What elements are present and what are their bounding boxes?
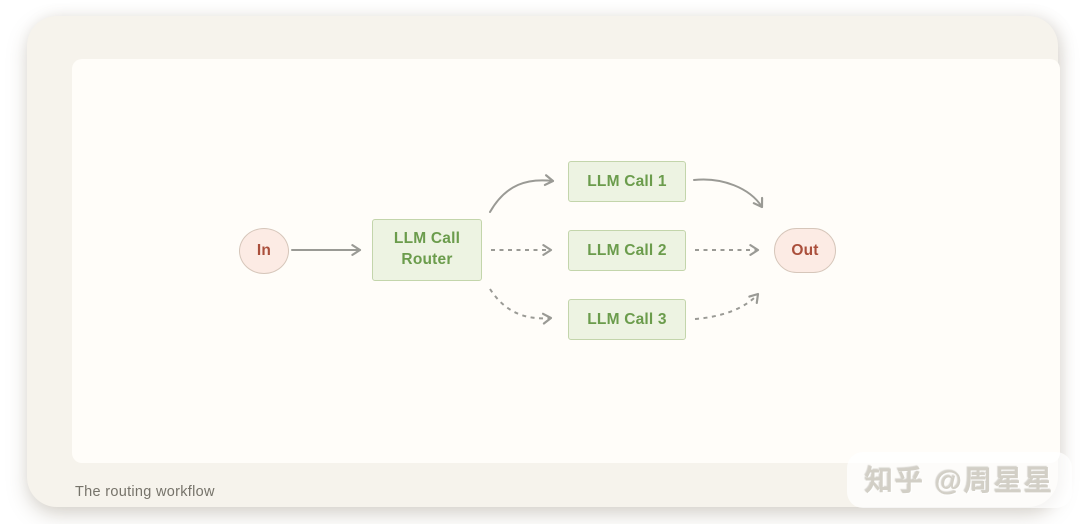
node-out-label: Out bbox=[791, 241, 819, 259]
node-in-label: In bbox=[256, 242, 272, 259]
diagram-canvas bbox=[72, 59, 1060, 463]
node-llm-call-1: LLM Call 1 bbox=[568, 161, 686, 202]
node-in: In bbox=[239, 228, 289, 274]
node-llm-call-router: LLM Call Router bbox=[372, 219, 482, 281]
node-call2-label: LLM Call 2 bbox=[587, 241, 667, 259]
node-call1-label: LLM Call 1 bbox=[587, 172, 667, 190]
figure-card: The routing workflow bbox=[27, 16, 1060, 507]
node-out: Out bbox=[774, 228, 836, 273]
node-llm-call-3: LLM Call 3 bbox=[568, 299, 686, 340]
node-call3-label: LLM Call 3 bbox=[587, 310, 667, 328]
node-llm-call-2: LLM Call 2 bbox=[568, 230, 686, 271]
figure-caption: The routing workflow bbox=[75, 484, 215, 500]
zhihu-watermark: 知乎 @周星星 bbox=[846, 452, 1072, 508]
node-router-label: LLM Call Router bbox=[393, 230, 461, 268]
